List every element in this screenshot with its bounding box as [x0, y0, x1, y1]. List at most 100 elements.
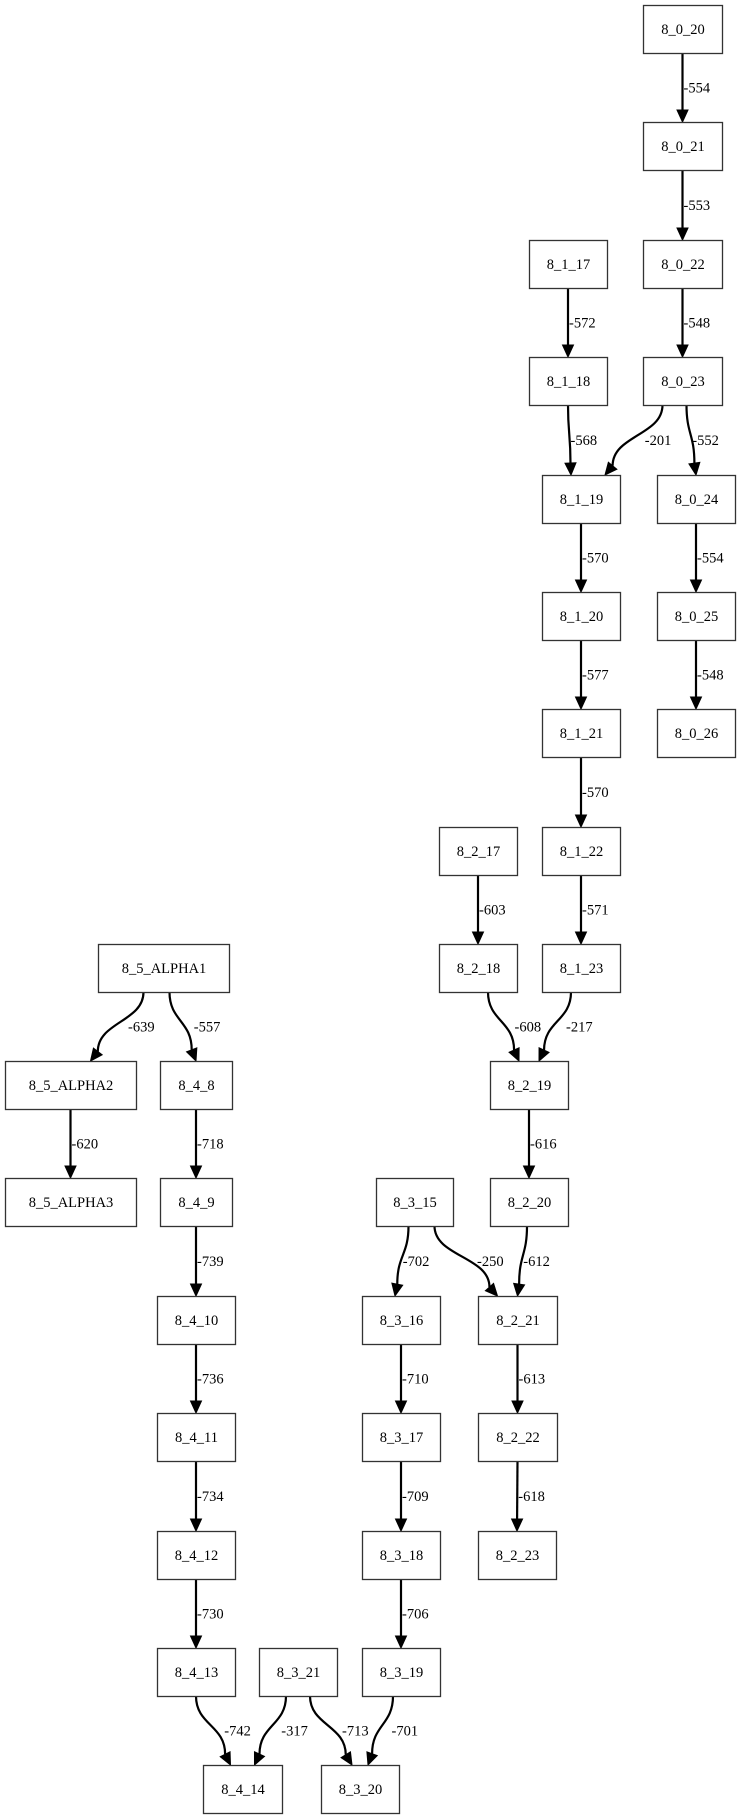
- node-label: 8_3_18: [380, 1548, 424, 1564]
- graph-edge: -612: [512, 1225, 550, 1298]
- graph-node: 8_1_20: [541, 591, 622, 642]
- arrowhead-icon: [676, 109, 689, 124]
- edge-weight-label: -730: [197, 1607, 224, 1623]
- node-label: 8_4_13: [175, 1665, 219, 1681]
- graph-edge: -572: [561, 288, 596, 359]
- graph-edge: -620: [64, 1109, 99, 1180]
- node-label: 8_3_16: [380, 1313, 424, 1329]
- arrowhead-icon: [676, 227, 689, 242]
- edge-line: [370, 1695, 395, 1754]
- node-box: [541, 708, 622, 759]
- edge-weight-label: -713: [342, 1724, 369, 1740]
- graph-edge: -554: [689, 523, 724, 594]
- node-box: [656, 708, 737, 759]
- node-label: 8_0_25: [675, 609, 719, 625]
- graph-edge: -742: [194, 1695, 251, 1767]
- graph-edge: -548: [689, 640, 724, 711]
- node-box: [320, 1764, 401, 1815]
- node-label: 8_2_18: [457, 961, 501, 977]
- graph-edge: -639: [89, 991, 155, 1062]
- edge-weight-label: -706: [402, 1607, 429, 1623]
- arrowhead-icon: [510, 1518, 524, 1533]
- node-label: 8_0_21: [661, 139, 705, 155]
- node-box: [642, 356, 724, 407]
- edge-weight-label: -710: [402, 1372, 429, 1388]
- node-label: 8_4_12: [175, 1548, 219, 1564]
- arrowhead-icon: [574, 931, 588, 946]
- graph-node: 8_2_17: [438, 826, 519, 877]
- edge-weight-label: -739: [197, 1254, 224, 1270]
- edge-weight-label: -201: [645, 433, 672, 449]
- arrowhead-icon: [688, 461, 701, 477]
- node-box: [156, 1647, 237, 1698]
- arrowhead-icon: [189, 1400, 203, 1415]
- edge-weight-label: -620: [72, 1137, 99, 1153]
- arrowhead-icon: [189, 1283, 203, 1298]
- edge-line: [96, 991, 145, 1052]
- arrowhead-icon: [561, 344, 575, 359]
- graph-edge: -730: [189, 1579, 224, 1650]
- arrowhead-icon: [689, 696, 703, 711]
- graph-node: 8_3_18: [361, 1530, 442, 1581]
- edge-weight-label: -639: [128, 1020, 155, 1036]
- arrowhead-icon: [189, 1518, 203, 1533]
- graph-node: 8_1_21: [541, 708, 622, 759]
- arrowhead-icon: [574, 696, 588, 711]
- graph-node: 8_4_8: [159, 1060, 234, 1111]
- arrowhead-icon: [511, 1400, 524, 1415]
- graph-edge: -709: [394, 1461, 429, 1533]
- node-label: 8_3_15: [393, 1195, 437, 1211]
- arrowhead-icon: [574, 814, 588, 829]
- edge-weight-label: -572: [569, 316, 596, 332]
- arrowhead-icon: [484, 1282, 499, 1297]
- arrowhead-icon: [574, 579, 588, 594]
- node-label: 8_4_8: [178, 1078, 214, 1094]
- arrowhead-icon: [394, 1518, 408, 1533]
- graph-node: 8_3_20: [320, 1764, 401, 1815]
- arrowhead-icon: [340, 1751, 353, 1767]
- edge-weight-label: -554: [697, 551, 724, 567]
- graph-node: 8_0_24: [656, 474, 737, 525]
- node-label: 8_4_11: [175, 1430, 218, 1446]
- edge-weight-label: -317: [281, 1724, 308, 1740]
- edge-line: [168, 991, 193, 1050]
- edge-weight-label: -577: [582, 668, 609, 684]
- graph-edge: -718: [189, 1109, 224, 1180]
- node-label: 8_1_18: [547, 374, 591, 390]
- arrowhead-icon: [189, 1635, 203, 1650]
- node-box: [438, 943, 519, 994]
- edge-weight-label: -571: [582, 903, 609, 919]
- edge-line: [258, 1695, 288, 1755]
- node-box: [159, 1177, 234, 1228]
- node-label: 8_4_10: [175, 1313, 219, 1329]
- graph-edge: -613: [511, 1344, 545, 1415]
- graph-edge: -557: [168, 991, 221, 1063]
- node-box: [361, 1530, 442, 1581]
- edge-weight-label: -554: [684, 81, 711, 97]
- graph-node: 8_1_19: [541, 474, 622, 525]
- node-box: [159, 1060, 234, 1111]
- node-box: [4, 1060, 138, 1111]
- edge-weight-label: -570: [582, 551, 609, 567]
- graph-node: 8_0_21: [642, 121, 724, 172]
- edge-weight-label: -612: [523, 1254, 550, 1270]
- arrowhead-icon: [522, 1165, 536, 1180]
- edge-line: [542, 991, 573, 1051]
- edge-weight-label: -736: [197, 1372, 224, 1388]
- graph-edge: -710: [394, 1344, 429, 1415]
- node-box: [528, 356, 609, 407]
- edge-line: [518, 1225, 529, 1285]
- graph-node: 8_0_25: [656, 591, 737, 642]
- nodes-layer: 8_0_208_0_218_0_228_0_238_0_248_0_258_0_…: [4, 4, 737, 1815]
- arrowhead-icon: [64, 1165, 77, 1180]
- node-box: [97, 943, 231, 994]
- node-box: [541, 943, 622, 994]
- edge-weight-label: -557: [194, 1020, 221, 1036]
- edge-weight-label: -570: [582, 785, 609, 801]
- arrowhead-icon: [676, 344, 689, 359]
- node-box: [477, 1295, 559, 1346]
- node-label: 8_1_17: [547, 257, 591, 273]
- graph-node: 8_0_26: [656, 708, 737, 759]
- arrowhead-icon: [394, 1635, 408, 1650]
- graph-node: 8_0_20: [642, 4, 724, 55]
